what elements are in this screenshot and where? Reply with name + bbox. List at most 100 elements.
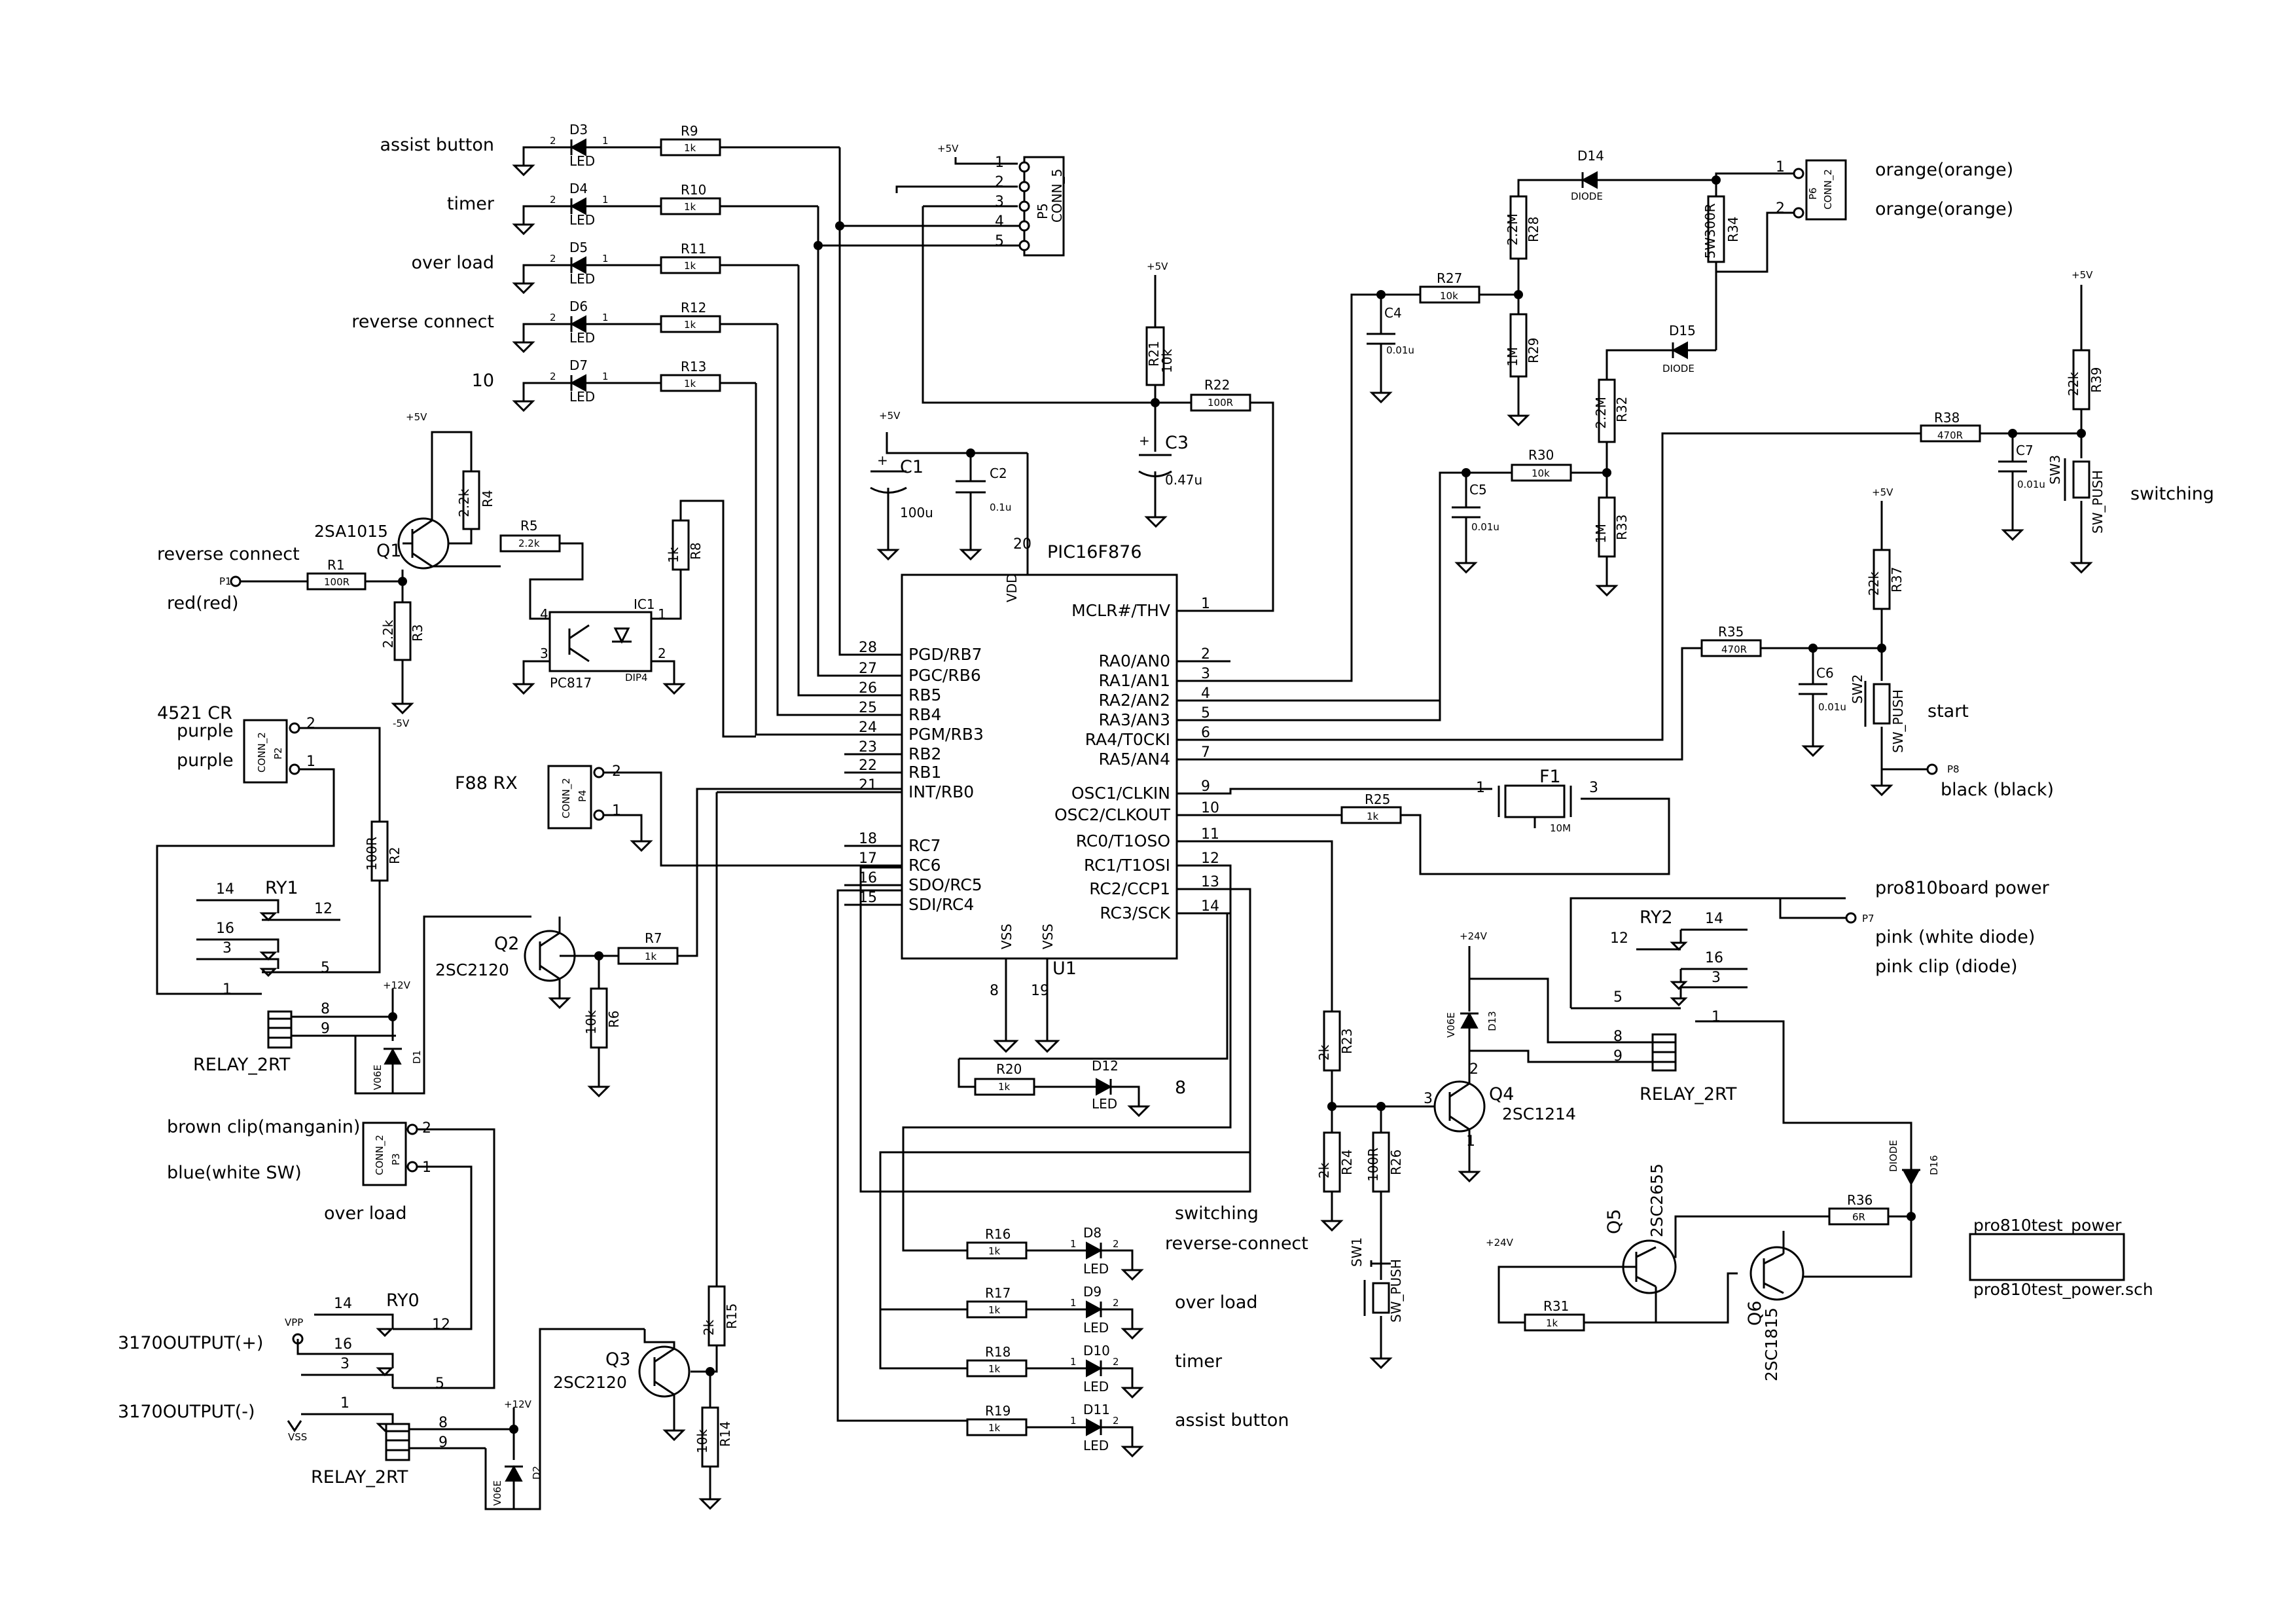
led-resistor-ref: R17 <box>985 1285 1011 1301</box>
black-label: black (black) <box>1941 780 2054 800</box>
ground-symbol <box>512 400 535 412</box>
p3-type: CONN_2 <box>374 1135 386 1175</box>
led-type: LED <box>1083 1261 1109 1277</box>
r31-ref: R31 <box>1543 1298 1569 1314</box>
led-pin-1: 1 <box>602 253 609 264</box>
led-type: LED <box>569 271 595 287</box>
led-resistor-val: 1k <box>988 1363 1001 1375</box>
svg-text:8: 8 <box>321 1001 330 1017</box>
sheet-file: pro810test_power.sch <box>1973 1280 2153 1299</box>
mcu-pin-num: 11 <box>1201 826 1219 843</box>
mcu-pin-name: RB2 <box>908 744 941 763</box>
led-type: LED <box>569 153 595 169</box>
d14-type: DIODE <box>1571 191 1603 202</box>
mcu-pin-name: RB4 <box>908 705 941 724</box>
led-pin-1: 1 <box>1070 1356 1077 1368</box>
c2-ref: C2 <box>990 465 1007 481</box>
ry0-pwr: +12V <box>504 1398 532 1410</box>
pink-clip-label: pink clip (diode) <box>1875 957 2018 977</box>
led-resistor <box>660 256 721 274</box>
f1-ref: F1 <box>1539 767 1561 787</box>
q1-ref: Q1 <box>376 541 401 561</box>
mcu-pin-num: 14 <box>1201 898 1219 915</box>
led-pin-1: 1 <box>1070 1297 1077 1309</box>
p8-ref: P8 <box>1947 763 1960 775</box>
sheet-name: pro810test_power <box>1973 1216 2122 1235</box>
r27-val: 10k <box>1440 290 1458 302</box>
vss-label: VSS <box>288 1431 307 1443</box>
ic1-ref: IC1 <box>634 596 655 612</box>
led-resistor-ref: R18 <box>985 1344 1011 1360</box>
r29-val: 1M <box>1505 347 1520 367</box>
svg-text:3: 3 <box>1424 1091 1433 1107</box>
c5-ref: C5 <box>1469 482 1487 498</box>
led-row-label: 10 <box>472 371 494 391</box>
led-ref: D10 <box>1083 1343 1110 1359</box>
q6-type: 2SC1815 <box>1762 1307 1781 1381</box>
mcu-pin-name: RA5/AN4 <box>1099 750 1171 769</box>
reverse-connect-label: reverse connect <box>157 544 300 564</box>
led-ground-wire <box>1101 1367 1134 1388</box>
d1-ref: D1 <box>411 1050 423 1064</box>
led-resistor-ref: R12 <box>681 300 706 316</box>
led-symbol <box>1086 1241 1103 1260</box>
svg-text:12: 12 <box>314 901 332 917</box>
mcu-pin-name: RA3/AN3 <box>1099 710 1171 729</box>
led-resistor-ref: R10 <box>681 182 706 198</box>
mcu-pin-num: 24 <box>859 720 877 736</box>
q4-ref: Q4 <box>1489 1084 1514 1104</box>
led-row-label: reverse connect <box>351 312 494 332</box>
r33-val: 1M <box>1593 524 1609 543</box>
mcu-pin-name: SDI/RC4 <box>908 895 974 914</box>
svg-text:2: 2 <box>658 646 666 661</box>
led-ground-wire <box>522 382 556 401</box>
mcu-pin-name: INT/RB0 <box>908 782 974 801</box>
mcu-pin-name: RC0/T1OSO <box>1076 831 1170 850</box>
led-ref: D3 <box>569 122 588 137</box>
svg-text:9: 9 <box>439 1434 448 1451</box>
mcu-right-pins: 1MCLR#/THV2RA0/AN03RA1/AN14RA2/AN25RA3/A… <box>1054 596 1230 922</box>
p6-ref: P6 <box>1807 187 1819 200</box>
svg-text:+: + <box>877 452 888 468</box>
led-resistor <box>966 1359 1028 1377</box>
r14-val: 10k <box>694 1429 710 1453</box>
ground-symbol <box>1121 1446 1144 1458</box>
d12-label: 8 <box>1175 1078 1186 1098</box>
relay-ry0-group: brown clip(manganin) blue(white SW) over… <box>118 791 902 1510</box>
svg-text:14: 14 <box>334 1296 352 1312</box>
r1-val: 100R <box>324 576 350 588</box>
led-ref: D8 <box>1083 1225 1102 1241</box>
svg-text:4: 4 <box>540 606 548 622</box>
q3-type: 2SC2120 <box>553 1373 627 1392</box>
mcu-pin-name: RC2/CCP1 <box>1089 879 1170 898</box>
brown-label: brown clip(manganin) <box>167 1117 360 1137</box>
d2-type: V06E <box>492 1480 503 1506</box>
mcu-pin-num: 4 <box>1201 685 1210 702</box>
mcu-pin-name: PGC/RB6 <box>908 666 981 685</box>
led-type: LED <box>1083 1379 1109 1395</box>
led-resistor-val: 1k <box>684 260 696 272</box>
led-resistor <box>966 1418 1028 1436</box>
r7-val: 1k <box>645 951 657 962</box>
mcu-pin-name: OSC1/CLKIN <box>1071 784 1170 803</box>
r3-val: 2.2k <box>380 619 396 648</box>
led-resistor-ref: R16 <box>985 1226 1011 1242</box>
mcu-pin-num: 12 <box>1201 850 1219 867</box>
ry2-type: RELAY_2RT <box>1640 1084 1737 1104</box>
mcu-pin-num: 27 <box>859 661 877 677</box>
ic1-pkg: DIP4 <box>625 672 648 684</box>
orange-label-2: orange(orange) <box>1875 199 2013 219</box>
led-row-label: timer <box>447 194 495 214</box>
led-resistor-val: 1k <box>684 201 696 213</box>
p2-ref: P2 <box>272 747 284 759</box>
start-sw2-group: R35 470R C6 0.01u +5V 22k R37 SW2 SW_PUS… <box>1177 486 2054 800</box>
led-resistor-val: 1k <box>684 142 696 154</box>
led-pin-2: 2 <box>550 253 556 264</box>
d16-type: DIODE <box>1888 1140 1899 1172</box>
mcu-pin-name: PGD/RB7 <box>908 645 982 664</box>
